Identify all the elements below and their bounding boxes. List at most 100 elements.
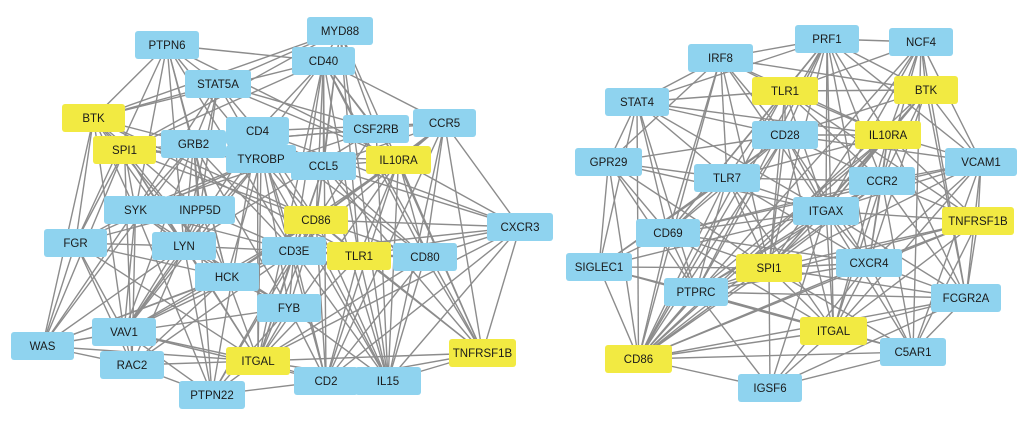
edge-left-LYN-PTPN22: [183, 245, 213, 396]
node-label: STAT5A: [197, 79, 239, 91]
edge-left-FGR-ITGAL: [75, 242, 259, 362]
edge-left-MYD88-CSF2RB: [339, 30, 377, 130]
edge-left-FGR-WAS: [41, 242, 77, 347]
node-label: CD28: [770, 130, 799, 142]
node-label: CCR5: [429, 118, 460, 130]
edge-right-VCAM1-C5AR1: [912, 161, 982, 353]
node-box: [752, 77, 818, 105]
node-label: CD86: [624, 354, 653, 366]
node-label: SPI1: [112, 145, 137, 157]
node-label: ITGAL: [241, 356, 275, 368]
node-label: INPP5D: [179, 205, 221, 217]
edge-right-CXCR4-CD86: [638, 262, 870, 360]
node-label: TNFRSF1B: [948, 216, 1008, 228]
edge-left-CXCR3-CD2: [325, 226, 521, 382]
edge-right-SIGLEC1-CD86: [598, 266, 640, 360]
node-box: [104, 196, 167, 224]
edge-left-LYN-WAS: [42, 245, 185, 347]
node-left-cd80: CD80: [393, 243, 457, 271]
edge-right-ITGAX-IGSF6: [769, 210, 827, 389]
edge-right-CCR2-CD69: [667, 180, 883, 234]
edge-left-VAV1-CD2: [123, 331, 327, 382]
node-label: RAC2: [117, 360, 148, 372]
node-box: [343, 115, 409, 143]
node-label: CD80: [410, 252, 439, 264]
node-right-cd28: CD28: [752, 121, 818, 149]
edge-left-HCK-RAC2: [131, 276, 228, 366]
node-right-siglec1: SIGLEC1: [566, 253, 632, 281]
node-left-fgr: FGR: [44, 229, 107, 257]
edge-right-VCAM1-CXCR4: [868, 161, 982, 264]
node-label: FYB: [278, 303, 301, 315]
edge-right-TLR7-CD86: [637, 177, 728, 360]
node-left-ptpn22: PTPN22: [179, 381, 245, 409]
edge-left-CD80-ITGAL: [257, 256, 426, 362]
node-label: IL15: [377, 376, 399, 388]
edge-right-CD69-CXCR4: [667, 232, 870, 264]
node-label: ITGAL: [817, 326, 851, 338]
node-box: [605, 345, 672, 373]
node-right-igsf6: IGSF6: [738, 374, 802, 402]
node-box: [179, 381, 245, 409]
edge-left-FGR-VAV1: [74, 242, 125, 333]
node-label: CD86: [301, 215, 330, 227]
edge-left-GRB2-LYN: [183, 143, 195, 247]
node-box: [752, 121, 818, 149]
node-right-tnfrsf1b: TNFRSF1B: [942, 207, 1014, 235]
node-right-cd69: CD69: [636, 219, 700, 247]
edge-right-CD28-PTPRC: [695, 134, 786, 293]
edge-right-CCR2-FCGR2A: [881, 180, 967, 299]
edge-left-TLR1-CD2: [325, 255, 360, 382]
node-box: [152, 232, 216, 260]
node-box: [889, 28, 953, 56]
node-box: [284, 206, 348, 234]
node-box: [736, 254, 802, 282]
node-label: WAS: [30, 341, 56, 353]
node-box: [161, 130, 226, 158]
edge-right-IRF8-CD69: [667, 57, 722, 234]
edge-left-CD3E-PTPN22: [211, 250, 295, 396]
node-left-il15: IL15: [355, 367, 421, 395]
edge-right-NCF4-CCR2: [881, 41, 922, 182]
node-right-vcam1: VCAM1: [945, 148, 1017, 176]
node-box: [636, 219, 700, 247]
node-label: CSF2RB: [353, 124, 399, 136]
edge-left-TLR1-TNFRSF1B: [358, 255, 483, 354]
node-label: LYN: [173, 241, 195, 253]
node-box: [257, 294, 321, 322]
node-left-il10ra: IL10RA: [366, 146, 431, 174]
node-label: VAV1: [110, 327, 138, 339]
node-left-cxcr3: CXCR3: [487, 213, 553, 241]
edge-right-CD28-SPI1: [768, 134, 786, 269]
node-label: VCAM1: [961, 157, 1001, 169]
node-box: [355, 367, 421, 395]
node-left-spi1: SPI1: [93, 136, 156, 164]
edge-left-TYROBP-ITGAL: [257, 158, 262, 362]
edge-left-TYROBP-HCK: [226, 158, 262, 278]
edge-right-PRF1-CCR2: [826, 38, 883, 182]
node-box: [945, 148, 1017, 176]
node-label: TNFRSF1B: [453, 348, 513, 360]
node-label: PTPN22: [190, 390, 233, 402]
edge-left-CD86-CXCR3: [315, 219, 521, 228]
edge-left-PTPN6-SYK: [134, 44, 168, 211]
node-left-lyn: LYN: [152, 232, 216, 260]
node-box: [11, 332, 74, 360]
edge-left-SPI1-FGR: [74, 149, 126, 244]
edge-left-GRB2-CD3E: [192, 143, 295, 252]
node-label: TLR7: [713, 173, 741, 185]
edge-left-CSF2RB-LYN: [183, 128, 377, 247]
node-box: [880, 338, 946, 366]
node-left-cd86: CD86: [284, 206, 348, 234]
edge-left-CD80-CD2: [325, 256, 426, 382]
node-right-c5ar1: C5AR1: [880, 338, 946, 366]
node-box: [185, 70, 251, 98]
node-right-spi1: SPI1: [736, 254, 802, 282]
node-label: CD4: [246, 126, 270, 138]
node-right-il10ra: IL10RA: [855, 121, 921, 149]
edge-left-INPP5D-VAV1: [123, 209, 201, 333]
node-right-fcgr2a: FCGR2A: [931, 284, 1001, 312]
node-left-fyb: FYB: [257, 294, 321, 322]
